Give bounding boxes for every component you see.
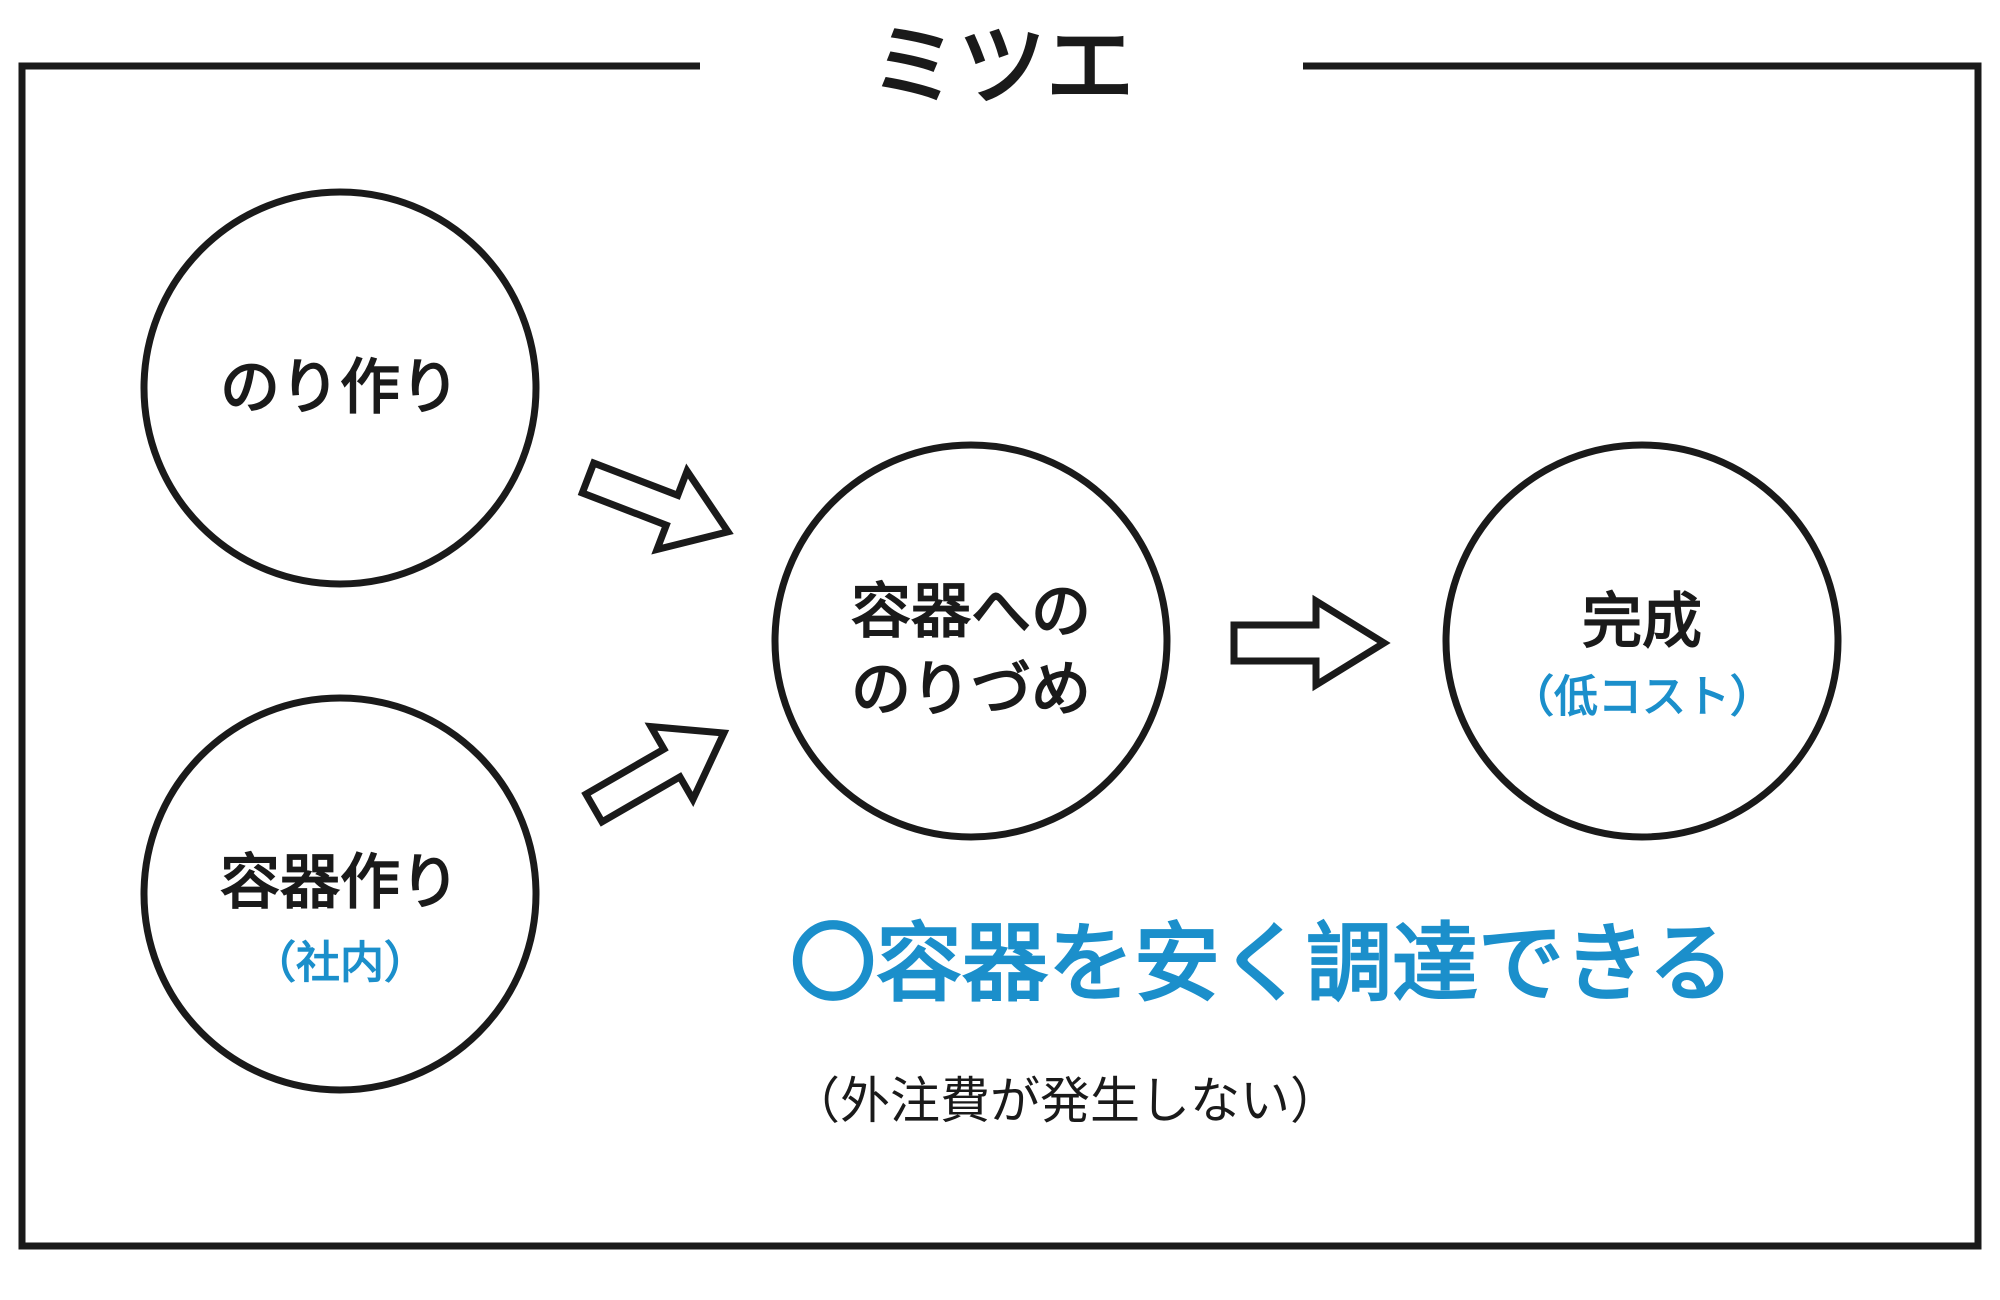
- node-label: のり作り: [220, 353, 460, 423]
- cost-note: （外注費が発生しない）: [790, 1072, 1340, 1130]
- node-sublabel: （低コスト）: [1510, 672, 1774, 723]
- node-glue-making: のり作り: [140, 188, 540, 588]
- node-circle: [771, 441, 1171, 841]
- arrow-filling-to-completion: [1230, 594, 1391, 692]
- highlight-message: 〇容器を安く調達できる: [790, 914, 1734, 1014]
- node-sublabel: （社内）: [252, 938, 428, 989]
- node-circle: [1442, 441, 1842, 841]
- arrow-glue-to-filling: [577, 458, 734, 555]
- node-label-line1: 容器への: [851, 577, 1091, 647]
- node-label: 容器作り: [220, 848, 460, 918]
- arrow-container-to-filling: [581, 722, 730, 827]
- node-filling: 容器への のりづめ: [771, 441, 1171, 841]
- frame-left-segment: [18, 62, 1982, 1250]
- node-circle: [140, 188, 540, 588]
- node-completion: 完成 （低コスト）: [1442, 441, 1842, 841]
- node-label: 完成: [1582, 587, 1702, 657]
- node-label-line2: のりづめ: [851, 655, 1091, 725]
- diagram-title: ミツエ: [870, 15, 1134, 118]
- node-container-making: 容器作り （社内）: [140, 694, 540, 1094]
- node-circle: [140, 694, 540, 1094]
